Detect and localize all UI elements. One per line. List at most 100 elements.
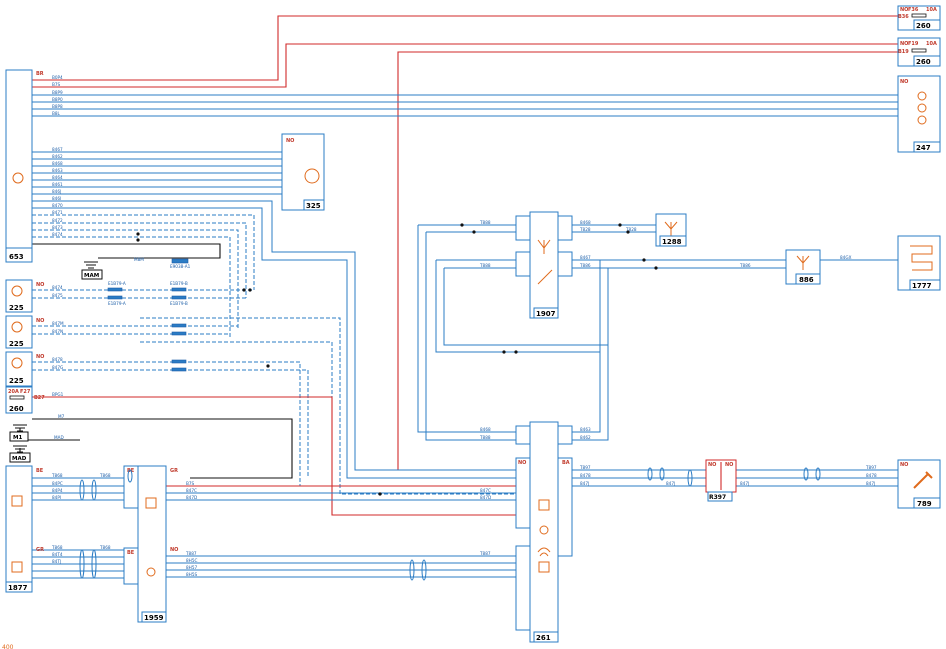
speaker-icon <box>11 321 23 333</box>
svg-text:8468: 8468 <box>480 427 491 432</box>
svg-text:T887: T887 <box>479 551 491 556</box>
svg-text:T828: T828 <box>625 227 637 232</box>
svg-text:847J: 847J <box>866 481 875 486</box>
component-1959[interactable]: BE BE GR NO 1959 <box>123 465 178 623</box>
ground-m1: M1 <box>9 424 29 442</box>
svg-text:84GX: 84GX <box>840 255 852 260</box>
module-icon <box>538 499 550 511</box>
svg-text:T886: T886 <box>739 263 751 268</box>
svg-text:MAD: MAD <box>54 435 64 440</box>
wire-225b-link1 <box>140 317 530 495</box>
speaker-icon <box>11 285 23 297</box>
antenna-icon <box>796 255 810 270</box>
component-code: 789 <box>917 500 932 508</box>
component-260-f36[interactable]: NO F36 10A B36 260 <box>897 5 941 31</box>
component-225-b[interactable]: NO 225 <box>5 315 44 349</box>
wire-8463b <box>572 352 601 433</box>
component-r397[interactable]: NO NO R397 <box>705 459 737 502</box>
antenna-grid-icon <box>910 245 933 271</box>
svg-text:T868: T868 <box>99 545 111 550</box>
resistor-icon <box>107 287 123 292</box>
svg-text:8478: 8478 <box>866 473 877 478</box>
svg-text:T868: T868 <box>51 473 63 478</box>
svg-text:847J: 847J <box>580 481 589 486</box>
component-1877[interactable]: BE GR 1877 <box>5 465 44 593</box>
wire-225b-link2 <box>140 341 530 501</box>
wire-bpg1 <box>32 396 530 516</box>
component-247[interactable]: NO 247 <box>897 75 941 153</box>
wire-b7s <box>32 43 898 88</box>
svg-text:B7S: B7S <box>186 481 195 486</box>
component-260-f27[interactable]: 20A F27 B27 260 <box>5 386 45 414</box>
wire-b0p4 <box>32 15 898 81</box>
component-653[interactable]: BR 653 <box>5 69 44 263</box>
svg-text:8462: 8462 <box>52 154 63 159</box>
svg-text:84P4: 84P4 <box>52 488 63 493</box>
svg-text:8474: 8474 <box>52 232 63 237</box>
component-225-c[interactable]: NO 225 <box>5 351 44 387</box>
module-icon <box>11 561 23 573</box>
ground-icon <box>13 445 27 453</box>
component-code: 1907 <box>536 310 556 318</box>
component-1777[interactable]: 1777 <box>897 235 941 291</box>
tool-icon <box>913 471 933 489</box>
component-code: 1288 <box>662 238 682 246</box>
module-icon <box>145 497 157 509</box>
ground-icon <box>84 261 98 269</box>
wire-t888-down <box>417 225 516 433</box>
svg-text:8468: 8468 <box>52 161 63 166</box>
connector-color: NO <box>725 462 733 468</box>
svg-text:846I: 846I <box>52 196 61 201</box>
connector-color: BR <box>36 71 44 77</box>
resistor-icon <box>171 295 187 300</box>
component-260-f19[interactable]: NO F19 10A B19 260 <box>897 37 941 67</box>
connector-color: NO <box>900 462 908 468</box>
resistor-icon <box>171 323 187 328</box>
svg-text:E1B79-B: E1B79-B <box>170 301 188 306</box>
svg-text:847D: 847D <box>186 495 197 500</box>
component-261[interactable]: NO BA 261 <box>515 421 573 643</box>
component-225-a[interactable]: NO 225 <box>5 279 44 313</box>
wire-8471 <box>32 214 255 290</box>
svg-text:8467: 8467 <box>52 147 63 152</box>
component-325[interactable]: NO 325 <box>281 133 325 211</box>
speaker-icon <box>304 168 320 184</box>
svg-text:8463: 8463 <box>52 168 63 173</box>
component-789[interactable]: NO 789 <box>897 459 941 509</box>
component-1288[interactable]: 1288 <box>655 213 687 247</box>
fuse-icon <box>911 13 927 18</box>
svg-text:T868: T868 <box>51 545 63 550</box>
wire-8468x-down <box>425 232 516 441</box>
fuse-pin: B19 <box>898 49 909 55</box>
fuse-pin: B27 <box>34 395 45 401</box>
fuse-id: F36 <box>908 7 919 13</box>
svg-text:8H57: 8H57 <box>186 565 197 570</box>
connector-color: NO <box>286 138 294 144</box>
fuse-rating: 20A <box>8 389 19 395</box>
svg-text:847J: 847J <box>740 481 749 486</box>
wireless-icon <box>537 547 551 557</box>
module-icon <box>146 567 156 577</box>
svg-text:8472: 8472 <box>52 218 63 223</box>
component-886[interactable]: 886 <box>785 249 821 285</box>
svg-text:B0P4: B0P4 <box>52 75 63 80</box>
component-code: 260 <box>916 22 931 30</box>
svg-text:E1B79-B: E1B79-B <box>170 281 188 286</box>
component-1907[interactable]: 1907 <box>515 211 573 319</box>
resistor-icon <box>171 367 187 372</box>
resistor-icon <box>107 295 123 300</box>
svg-text:8474: 8474 <box>52 285 63 290</box>
component-code: 325 <box>306 202 321 210</box>
antenna-icon <box>537 239 551 254</box>
ground-label: M1 <box>13 435 22 441</box>
svg-text:8461: 8461 <box>52 182 63 187</box>
svg-text:8471: 8471 <box>52 210 63 215</box>
svg-text:84PC: 84PC <box>52 481 63 486</box>
wire-b19-red <box>397 51 898 471</box>
svg-text:BPG1: BPG1 <box>52 392 64 397</box>
connector-color: NO <box>36 282 44 288</box>
svg-text:T828: T828 <box>579 227 591 232</box>
svg-text:847G: 847G <box>52 365 63 370</box>
wire-225c-1 <box>32 361 301 486</box>
